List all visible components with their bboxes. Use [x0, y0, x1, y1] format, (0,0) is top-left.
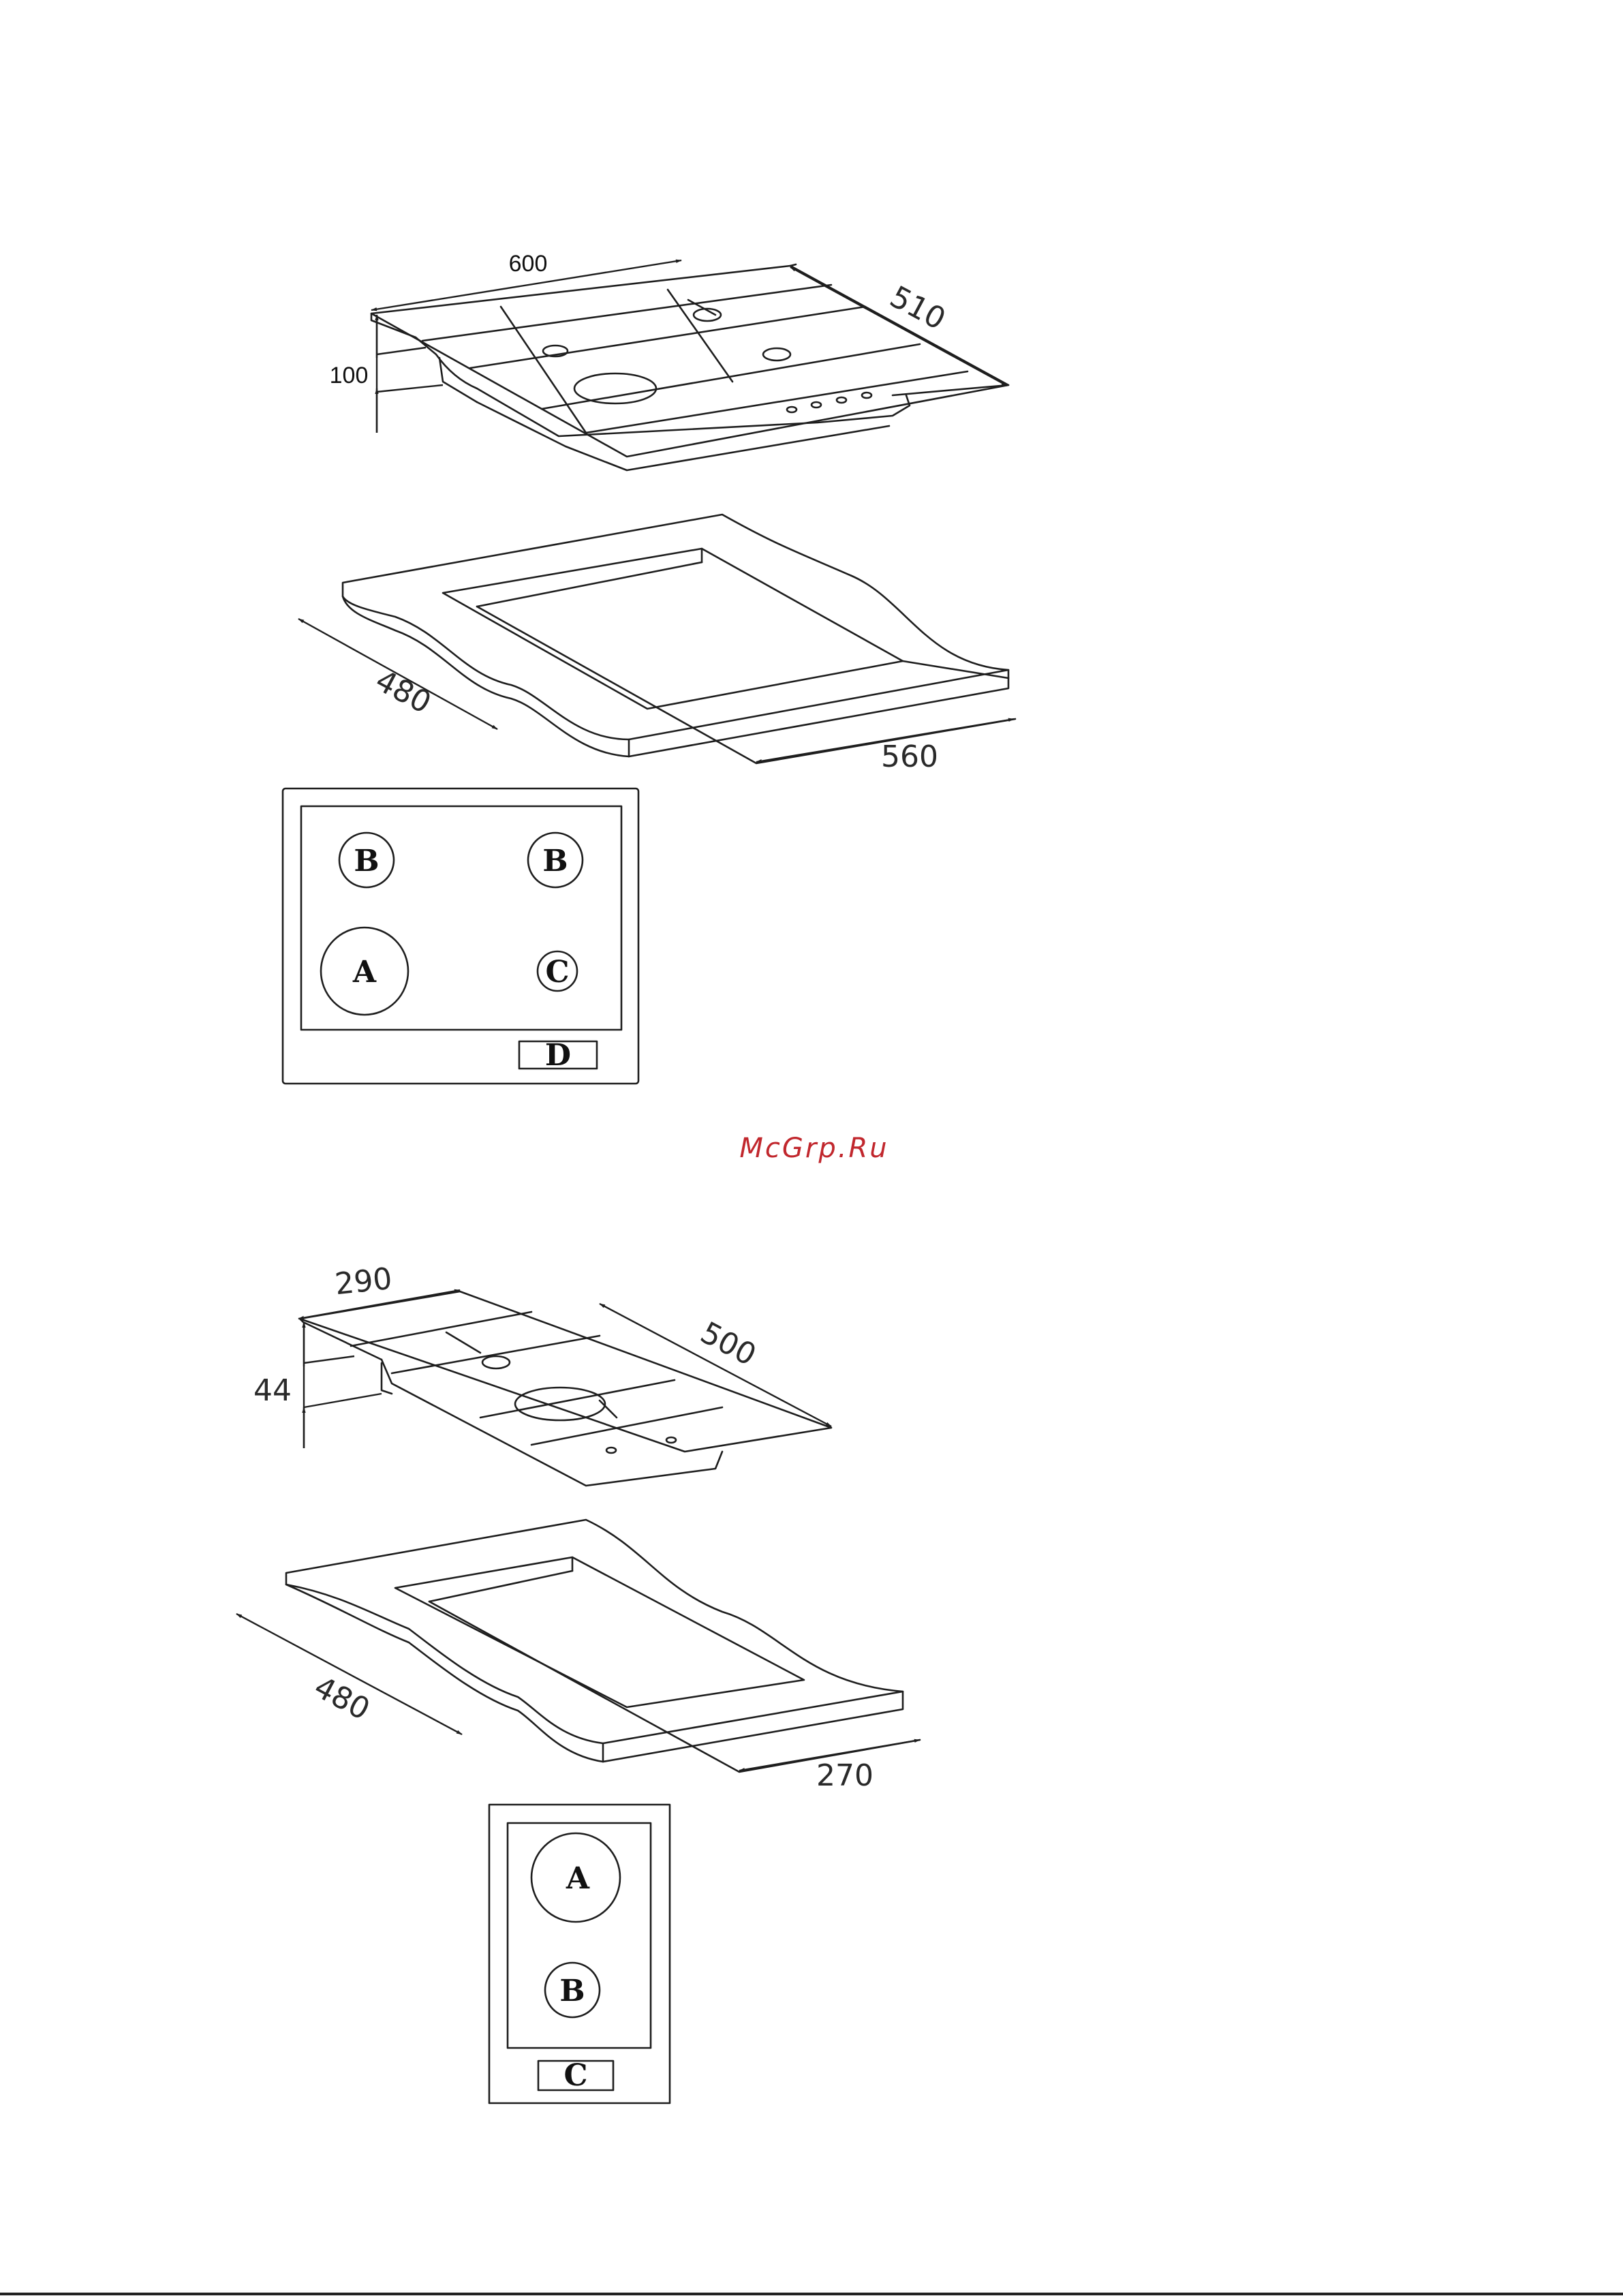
zone-layout-1 [283, 789, 638, 1084]
knob-icon [837, 397, 846, 403]
knob-icon [812, 402, 821, 408]
control-panel-c-label: C [563, 2058, 587, 2093]
cutout-1-depth-label: 480 [370, 663, 437, 720]
knob-icon [666, 1437, 676, 1443]
zone-a-label: A [352, 955, 377, 990]
knob-icon [862, 393, 871, 398]
hob-1-width-label: 600 [509, 251, 548, 277]
burner-icon [482, 1356, 510, 1368]
hob-2-isometric [300, 1291, 831, 1486]
watermark: McGrp.Ru [739, 1133, 888, 1164]
knob-icon [787, 407, 797, 412]
hob-2-depth-label: 500 [695, 1315, 762, 1373]
burner-icon [574, 373, 656, 403]
hob-2-height-label: 44 [253, 1373, 292, 1408]
zone-b-left-label: B [354, 844, 379, 878]
cutout-2-isometric [286, 1520, 920, 1772]
knob-icon [606, 1448, 616, 1453]
burner-icon [763, 348, 790, 361]
hob-1-height-label: 100 [330, 363, 369, 388]
zone-a-label: A [566, 1861, 590, 1896]
burner-icon [515, 1388, 605, 1420]
cutout-2-depth-label: 480 [309, 1670, 375, 1727]
zone-b-label: B [559, 1974, 585, 2008]
cutout-2-width-label: 270 [816, 1758, 874, 1793]
hob-2-dimension-lines [298, 1290, 831, 1448]
cutout-1-width-label: 560 [881, 739, 938, 774]
zone-b-right-label: B [542, 844, 568, 878]
hob-1-depth-label: 510 [884, 279, 951, 337]
control-panel-d-label: D [545, 1038, 571, 1073]
cutout-1-isometric [343, 515, 1015, 763]
hob-2-width-label: 290 [333, 1261, 394, 1302]
zone-c-label: C [545, 955, 569, 990]
